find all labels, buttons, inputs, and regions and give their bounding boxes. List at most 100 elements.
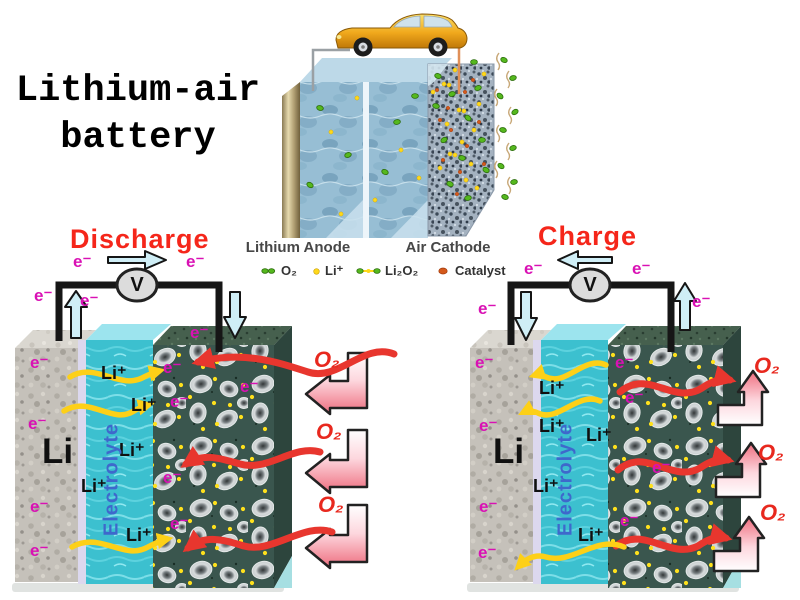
- electron-label: e⁻: [479, 416, 498, 435]
- li-ion-label: Li⁺: [101, 363, 127, 383]
- electron-label: e⁻: [30, 353, 49, 372]
- discharge-li-ion-waves: [61, 365, 174, 554]
- figure-title-line1: Lithium-air: [15, 70, 261, 112]
- lithium-metal-label: Li: [42, 432, 74, 471]
- charge-voltmeter-label: V: [583, 274, 597, 296]
- catalyst-icon: [438, 267, 448, 274]
- car-window-rear: [423, 15, 453, 28]
- oxygen-label: O₂: [318, 492, 344, 517]
- charge-oxygen-waves: [612, 365, 737, 553]
- charge-diagram: [467, 250, 770, 592]
- legend-label-o2: O₂: [281, 263, 297, 278]
- charge-separator: [533, 340, 541, 584]
- charge-voltmeter: [568, 267, 612, 303]
- oxygen-label: O₂: [758, 440, 784, 465]
- electron-label: e⁻: [170, 514, 189, 533]
- li-ion-label: Li⁺: [131, 395, 157, 415]
- car-anode-wire: [311, 48, 350, 91]
- li-ion-label: Li⁺: [578, 525, 604, 545]
- top-anode-wall: [282, 82, 300, 238]
- electron-label: e⁻: [692, 292, 711, 311]
- electron-label: e⁻: [524, 259, 543, 278]
- legend-item-li2o2: Li₂O₂: [356, 263, 418, 278]
- electron-label: e⁻: [625, 388, 644, 407]
- electron-label: e⁻: [170, 392, 189, 411]
- electron-label: e⁻: [620, 511, 639, 530]
- li-ion-icon: [313, 267, 320, 275]
- oxygen-label: O₂: [754, 353, 780, 378]
- li-ion-label: Li⁺: [539, 378, 565, 398]
- escaping-o2-particles: [494, 52, 520, 201]
- electron-label: e⁻: [80, 291, 99, 310]
- electron-label: e⁻: [190, 323, 209, 342]
- oxygen-label: O₂: [314, 347, 340, 372]
- top-battery-illustration: [282, 13, 520, 238]
- electron-label: e⁻: [163, 468, 182, 487]
- li-ion-label: Li⁺: [126, 525, 152, 545]
- electron-label: e⁻: [240, 377, 259, 396]
- charge-current-arrow-left: [557, 250, 613, 270]
- legend-item-catalyst: Catalyst: [436, 263, 506, 278]
- charge-electrolyte-top: [541, 324, 626, 340]
- electron-label: e⁻: [163, 358, 182, 377]
- discharge-diagram: [12, 250, 398, 592]
- slab1-highlight: [326, 200, 363, 238]
- charge-li-ion-waves: [514, 360, 627, 571]
- electron-label: e⁻: [73, 252, 92, 271]
- figure-title: Lithium-air battery: [8, 68, 268, 162]
- top-battery-top-face: [300, 58, 452, 82]
- electron-label: e⁻: [632, 259, 651, 278]
- discharge-electrolyte-top: [86, 324, 171, 340]
- discharge-electron-arrow-down: [223, 291, 247, 339]
- electron-label: e⁻: [28, 414, 47, 433]
- charge-electron-arrow-down: [514, 291, 538, 341]
- discharge-li-anode: [15, 348, 78, 582]
- electron-label: e⁻: [475, 353, 494, 372]
- car-headlight: [336, 35, 342, 39]
- oxygen-label: O₂: [760, 500, 786, 525]
- li-ion-label: Li⁺: [533, 476, 559, 496]
- o2-icon: [261, 267, 276, 274]
- discharge-electron-arrow-up: [64, 290, 88, 339]
- discharge-voltmeter: [115, 267, 159, 303]
- charge-electron-arrows: [514, 250, 697, 341]
- discharge-current-arrow-right: [107, 250, 167, 270]
- electron-label: e⁻: [30, 497, 49, 516]
- charge-electron-arrow-up: [673, 282, 697, 331]
- electron-label: e⁻: [478, 299, 497, 318]
- slab2-highlight: [391, 200, 428, 238]
- legend-item-o2: O₂: [260, 263, 297, 278]
- electron-label: e⁻: [30, 541, 49, 560]
- charge-li-anode: [470, 348, 533, 582]
- discharge-oxygen-waves: [180, 347, 398, 553]
- top-separator-gap: [363, 82, 369, 238]
- discharge-o2-arrows: [304, 351, 369, 570]
- legend-label-catalyst: Catalyst: [455, 263, 506, 278]
- legend-item-li-ion: Li⁺: [312, 263, 343, 279]
- electrolyte-label-charge: Electrolyte: [554, 422, 577, 537]
- discharge-separator: [78, 340, 86, 584]
- figure-title-line2: battery: [60, 117, 216, 159]
- li-ion-label: Li⁺: [119, 440, 145, 460]
- charge-o2-arrows: [712, 369, 770, 573]
- li2o2-icon: [356, 267, 381, 274]
- discharge-electron-arrows: [64, 250, 247, 339]
- discharge-cathode-shadow: [274, 556, 292, 588]
- electron-label: e⁻: [615, 353, 634, 372]
- anode-label: Lithium Anode: [245, 239, 351, 256]
- discharge-title: Discharge: [70, 224, 210, 254]
- electron-label: e⁻: [186, 252, 205, 271]
- electrolyte-label-discharge: Electrolyte: [100, 422, 123, 537]
- li-ion-label: Li⁺: [586, 425, 612, 445]
- electron-label: e⁻: [34, 286, 53, 305]
- discharge-voltmeter-label: V: [130, 274, 144, 296]
- cathode-label: Air Cathode: [405, 239, 491, 256]
- legend-label-li-ion: Li⁺: [325, 263, 344, 278]
- electron-label: e⁻: [478, 543, 497, 562]
- electron-label: e⁻: [479, 497, 498, 516]
- top-air-cathode: [427, 63, 495, 237]
- li-ion-label: Li⁺: [81, 476, 107, 496]
- lithium-metal-label: Li: [493, 432, 525, 471]
